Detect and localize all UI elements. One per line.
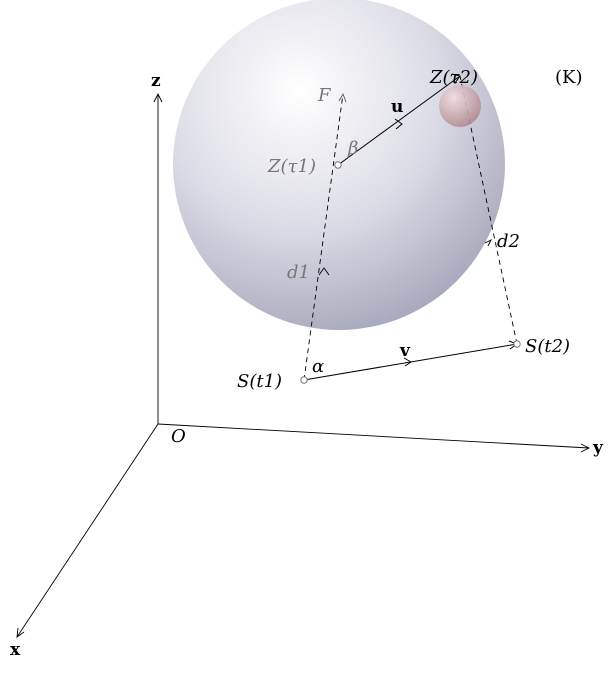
x-axis <box>16 423 159 638</box>
body-label-k: (K) <box>555 67 583 88</box>
x-axis-label: x <box>10 640 21 660</box>
z-axis-label: z <box>151 71 161 91</box>
y-axis <box>157 423 590 449</box>
z-axis-arrow <box>153 92 163 103</box>
label-beta: β <box>347 138 358 159</box>
line-s1-to-f <box>303 93 344 381</box>
point-s-t2 <box>513 340 521 348</box>
label-alpha: α <box>312 356 324 377</box>
label-f: F <box>317 85 332 106</box>
vector-v-tick <box>403 357 412 367</box>
axes <box>16 92 591 638</box>
label-z-tau2: Z(τ2) <box>429 67 478 88</box>
label-s-t2: S(t2) <box>525 336 570 357</box>
origin-label: O <box>171 426 186 447</box>
point-s-t1 <box>300 376 308 384</box>
vector-u-arrowhead <box>451 73 461 84</box>
vector-u-tick <box>394 118 403 130</box>
y-axis-arrow <box>580 443 591 453</box>
vector-u <box>337 75 461 166</box>
x-axis-arrow <box>16 627 25 638</box>
d2-tick <box>484 238 493 247</box>
sphere-z-tau2 <box>439 85 481 127</box>
label-vector-v: v <box>399 341 411 361</box>
label-d2: d2 <box>497 231 520 252</box>
y-axis-label: y <box>592 438 604 458</box>
label-d1: d1 <box>287 262 310 283</box>
point-z-tau1 <box>334 161 342 169</box>
label-s-t1: S(t1) <box>237 371 282 392</box>
f-arrow <box>338 92 347 103</box>
d1-tick <box>318 267 330 276</box>
label-vector-u: u <box>391 97 403 117</box>
label-z-tau1: Z(τ1) <box>267 156 316 177</box>
